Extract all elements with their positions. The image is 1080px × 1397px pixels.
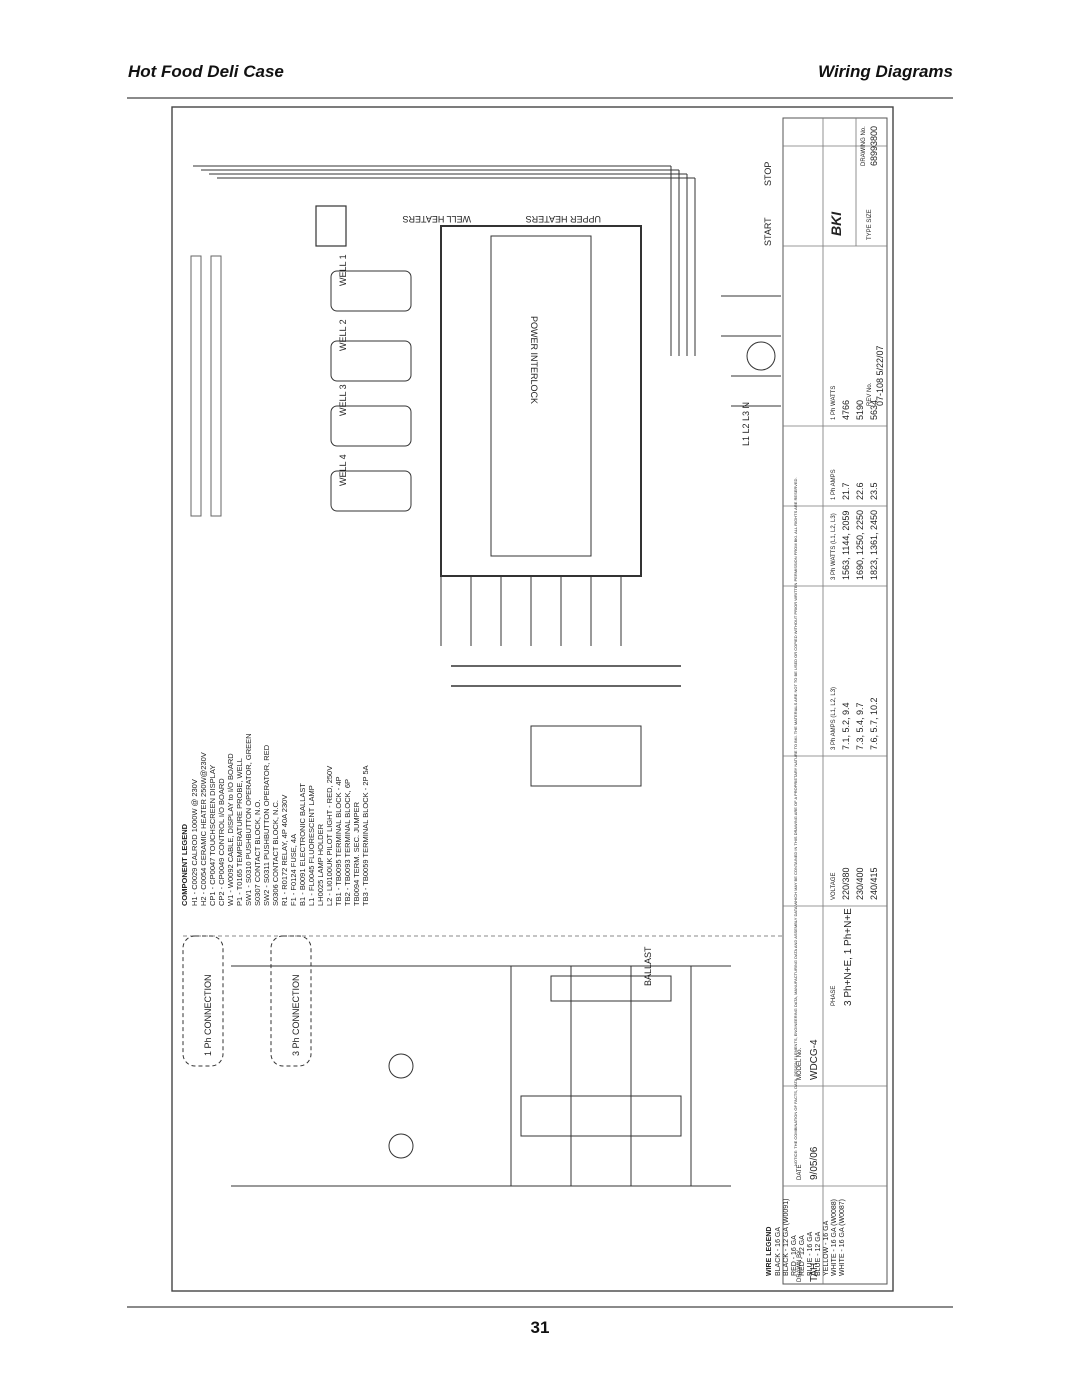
amps1-value: 23.5 — [869, 482, 879, 500]
legend-item: P1 - T0165 TEMPERATURE PROBE, WELL — [235, 758, 244, 906]
well-label: WELL 3 — [338, 384, 348, 416]
amps1-label: 1 Ph AMPS — [831, 469, 837, 500]
component-legend: COMPONENT LEGEND H1 - C0029 CALROD 1000W… — [180, 733, 370, 906]
date-value: 9/05/06 — [809, 1146, 820, 1180]
voltage-label: VOLTAGE — [831, 873, 837, 900]
legend-item: SW1 - S0310 PUSHBUTTON OPERATOR, GREEN — [244, 733, 253, 906]
amps1-value: 21.7 — [841, 482, 851, 500]
legend-item: CP1 - CP0047 TOUCHSCREEN DISPLAY — [208, 765, 217, 906]
drawn-by-label: DRAWN BY — [797, 1250, 803, 1282]
legend-item: S0307 CONTACT BLOCK, N.O. — [253, 800, 262, 906]
bki-logo: BKI — [828, 211, 844, 236]
amps3-value: 7.3, 5.4, 9.7 — [855, 702, 865, 750]
drawn-by-value: TAH — [809, 1263, 820, 1282]
connection-3ph: 3 Ph CONNECTION — [291, 974, 301, 1056]
drawing-no-value: 68993800 — [869, 126, 879, 166]
wire-legend-item: BLACK - 12 GA (W0091) — [783, 1199, 790, 1276]
wire-legend-item: WHITE - 16 GA (W0088) — [831, 1199, 838, 1276]
heater-label: WELL HEATERS — [402, 214, 471, 224]
watts3-label: 3 Ph WATTS (L1, L2, L3) — [831, 513, 837, 580]
legend-item: L2 - LI0100UK PILOT LIGHT - RED, 250V — [325, 766, 334, 906]
watts1-value: 5634 — [869, 400, 879, 420]
watts1-label: 1 Ph WATTS — [831, 386, 837, 420]
tb1-terminals: L1 L2 L3 N — [741, 402, 751, 446]
watts1-value: 4766 — [841, 400, 851, 420]
legend-item: CP2 - CP0049 CONTROL I/O BOARD — [217, 778, 226, 906]
amps3-label: 3 Ph AMPS (L1, L2, L3) — [831, 687, 837, 750]
well-label: WELL 1 — [338, 254, 348, 286]
rev-value: 07-108 5/22/07 — [875, 345, 885, 406]
watts3-value: 1563, 1144, 2059 — [841, 511, 851, 580]
phase-label: PHASE — [831, 986, 837, 1006]
rev-label: REV No. — [867, 382, 873, 406]
wire-legend-item: BLUE - 16 GA — [807, 1231, 814, 1276]
legend-item: W1 - W0092 CABLE, DISPLAY to I/O BOARD — [226, 753, 235, 906]
legend-item: TB3 - TB0059 TERMINAL BLOCK - 2P 5A — [361, 765, 370, 906]
wire-legend-item: RED - 16 GA — [791, 1235, 798, 1276]
well-label: WELL 4 — [338, 454, 348, 486]
model-value: WDCG-4 — [809, 1039, 820, 1080]
footer-rule — [127, 1306, 953, 1308]
legend-item: SW2 - S0311 PUSHBUTTON OPERATOR, RED — [262, 744, 271, 906]
type-size-label: TYPE SIZE — [867, 209, 873, 240]
voltage-value: 220/380 — [841, 867, 851, 900]
amps1-value: 22.6 — [855, 482, 865, 500]
start-label: START — [763, 217, 773, 246]
watts1-value: 5190 — [855, 400, 865, 420]
legend-item: TB1 - TB0095 TERMINAL BLOCK - 4P — [334, 777, 343, 907]
watts3-value: 1823, 1361, 2450 — [869, 510, 879, 580]
wire-legend-item: BLUE - 12 GA — [815, 1231, 822, 1276]
wire-legend-item: RED - 12 GA — [799, 1235, 806, 1276]
wire-legend-item: BLACK - 16 GA — [775, 1227, 782, 1276]
ballast-label: BALLAST — [643, 946, 653, 986]
model-label: MODEL No. — [797, 1048, 803, 1080]
date-label: DATE — [797, 1164, 803, 1180]
legend-item: S0306 CONTACT BLOCK, N.C. — [271, 800, 280, 906]
legend-item: L1 - FL0045 FLUORESCENT LAMP — [307, 785, 316, 906]
wire-legend-item: YELLOW - 16 GA — [823, 1220, 830, 1276]
wiring-diagram: WELL 4 WELL 3 WELL 2 WELL 1 WELL HEATERS… — [171, 106, 894, 1292]
phase-value: 3 Ph+N+E, 1 Ph+N+E — [843, 908, 854, 1006]
wiring-diagram-sheet: WELL 4 WELL 3 WELL 2 WELL 1 WELL HEATERS… — [171, 106, 894, 1292]
wire-legend-title: WIRE LEGEND — [766, 1227, 773, 1276]
drawing-frame — [171, 106, 894, 1292]
component-legend-title: COMPONENT LEGEND — [180, 823, 189, 906]
stop-label: STOP — [763, 162, 773, 186]
header-rule — [127, 97, 953, 99]
legend-item: F1 - F0124 FUSE, 4A — [289, 834, 298, 906]
legend-item: R1 - R0172 RELAY, 4P 40A 230V — [280, 795, 289, 906]
wire-legend: WIRE LEGEND BLACK - 16 GA BLACK - 12 GA … — [766, 1199, 846, 1276]
legend-item: LH0025 LAMP HOLDER — [316, 823, 325, 906]
amps3-value: 7.6, 5.7, 10.2 — [869, 697, 879, 750]
drawing-no-label: DRAWING No. — [861, 126, 867, 166]
voltage-value: 230/400 — [855, 867, 865, 900]
legend-item: H2 - C0054 CERAMIC HEATER 250W@230V — [199, 752, 208, 906]
watts3-value: 1690, 1250, 2250 — [855, 510, 865, 580]
document-title: Hot Food Deli Case — [128, 62, 284, 81]
heater-label: UPPER HEATERS — [526, 214, 601, 224]
legend-item: TB0094 TERM. SEC. JUMPER — [352, 801, 361, 906]
legend-item: TB2 - TB0093 TERMINAL BLOCK, 6P — [343, 779, 352, 906]
connection-1ph: 1 Ph CONNECTION — [203, 974, 213, 1056]
notice-text: NOTICE: THE COMBINATION OF FACTS, DATA, … — [793, 477, 798, 1166]
well-label: WELL 2 — [338, 319, 348, 351]
voltage-value: 240/415 — [869, 867, 879, 900]
page-number: 31 — [530, 1318, 550, 1337]
power-interlock-label: POWER INTERLOCK — [529, 316, 539, 404]
amps3-value: 7.1, 5.2, 9.4 — [841, 702, 851, 750]
legend-item: H1 - C0029 CALROD 1000W @ 230V — [190, 779, 199, 906]
section-title: Wiring Diagrams — [818, 62, 953, 81]
wire-legend-item: WHITE - 16 GA (W0087) — [839, 1199, 846, 1276]
legend-item: B1 - B0091 ELECTRONIC BALLAST — [298, 783, 307, 906]
title-block-frame — [782, 117, 888, 1285]
